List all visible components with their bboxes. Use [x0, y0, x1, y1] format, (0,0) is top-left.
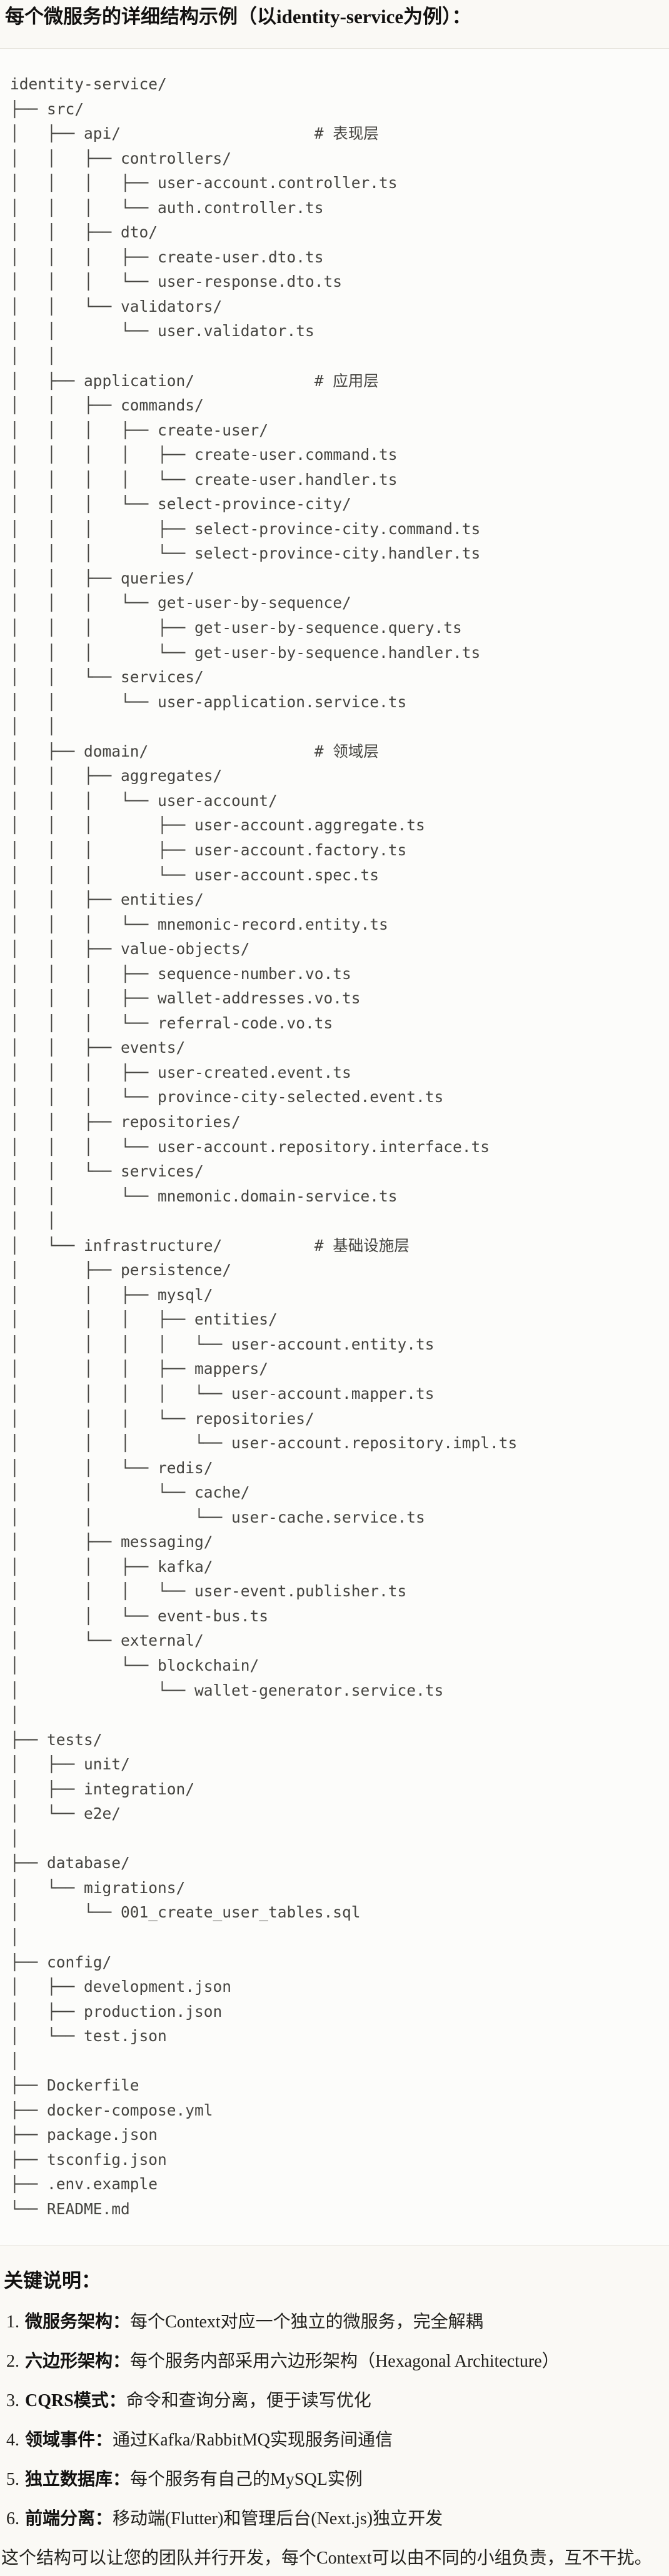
note-description: 移动端(Flutter)和管理后台(Next.js)独立开发 — [113, 2509, 443, 2529]
note-number: 2. — [6, 2351, 19, 2371]
closing-paragraph: 这个结构可以让您的团队并行开发，每个Context可以由不同的小组负责，互不干扰… — [1, 2548, 652, 2568]
note-item: 6. 前端分离：移动端(Flutter)和管理后台(Next.js)独立开发 — [0, 2507, 669, 2530]
directory-tree-codeblock: identity-service/ ├── src/ │ ├── api/ # … — [0, 48, 669, 2245]
note-term: 六边形架构： — [25, 2351, 131, 2371]
note-item: 1. 微服务架构：每个Context对应一个独立的微服务，完全解耦 — [0, 2310, 669, 2334]
page-title: 每个微服务的详细结构示例（以identity-service为例）： — [5, 6, 471, 27]
note-description: 命令和查询分离，便于读写优化 — [126, 2390, 371, 2410]
note-description: 每个服务有自己的MySQL实例 — [130, 2469, 363, 2489]
note-number: 1. — [6, 2312, 19, 2332]
notes-list: 1. 微服务架构：每个Context对应一个独立的微服务，完全解耦 2. 六边形架构：… — [0, 2310, 669, 2530]
note-description: 通过Kafka/RabbitMQ实现服务间通信 — [113, 2430, 393, 2450]
note-description: 每个Context对应一个独立的微服务，完全解耦 — [130, 2312, 483, 2332]
note-number: 5. — [6, 2469, 19, 2489]
note-item: 2. 六边形架构：每个服务内部采用六边形架构（Hexagonal Architec… — [0, 2350, 669, 2373]
note-item: 5. 独立数据库：每个服务有自己的MySQL实例 — [0, 2468, 669, 2491]
note-term: 微服务架构： — [25, 2312, 131, 2332]
note-item: 3. CQRS模式：命令和查询分离，便于读写优化 — [0, 2389, 669, 2412]
notes-heading: 关键说明： — [4, 2269, 101, 2292]
note-number: 4. — [6, 2430, 19, 2450]
note-number: 3. — [6, 2390, 19, 2410]
note-term: 领域事件： — [25, 2430, 113, 2450]
directory-tree: identity-service/ ├── src/ │ ├── api/ # … — [10, 75, 518, 2219]
note-description: 每个服务内部采用六边形架构（Hexagonal Architecture） — [130, 2351, 560, 2371]
note-item: 4. 领域事件：通过Kafka/RabbitMQ实现服务间通信 — [0, 2429, 669, 2452]
note-term: CQRS模式： — [25, 2390, 126, 2410]
note-term: 前端分离： — [25, 2509, 113, 2529]
note-term: 独立数据库： — [25, 2469, 131, 2489]
document-page: { "page": { "title": "每个微服务的详细结构示例（以iden… — [0, 4, 669, 2576]
note-number: 6. — [6, 2509, 19, 2529]
